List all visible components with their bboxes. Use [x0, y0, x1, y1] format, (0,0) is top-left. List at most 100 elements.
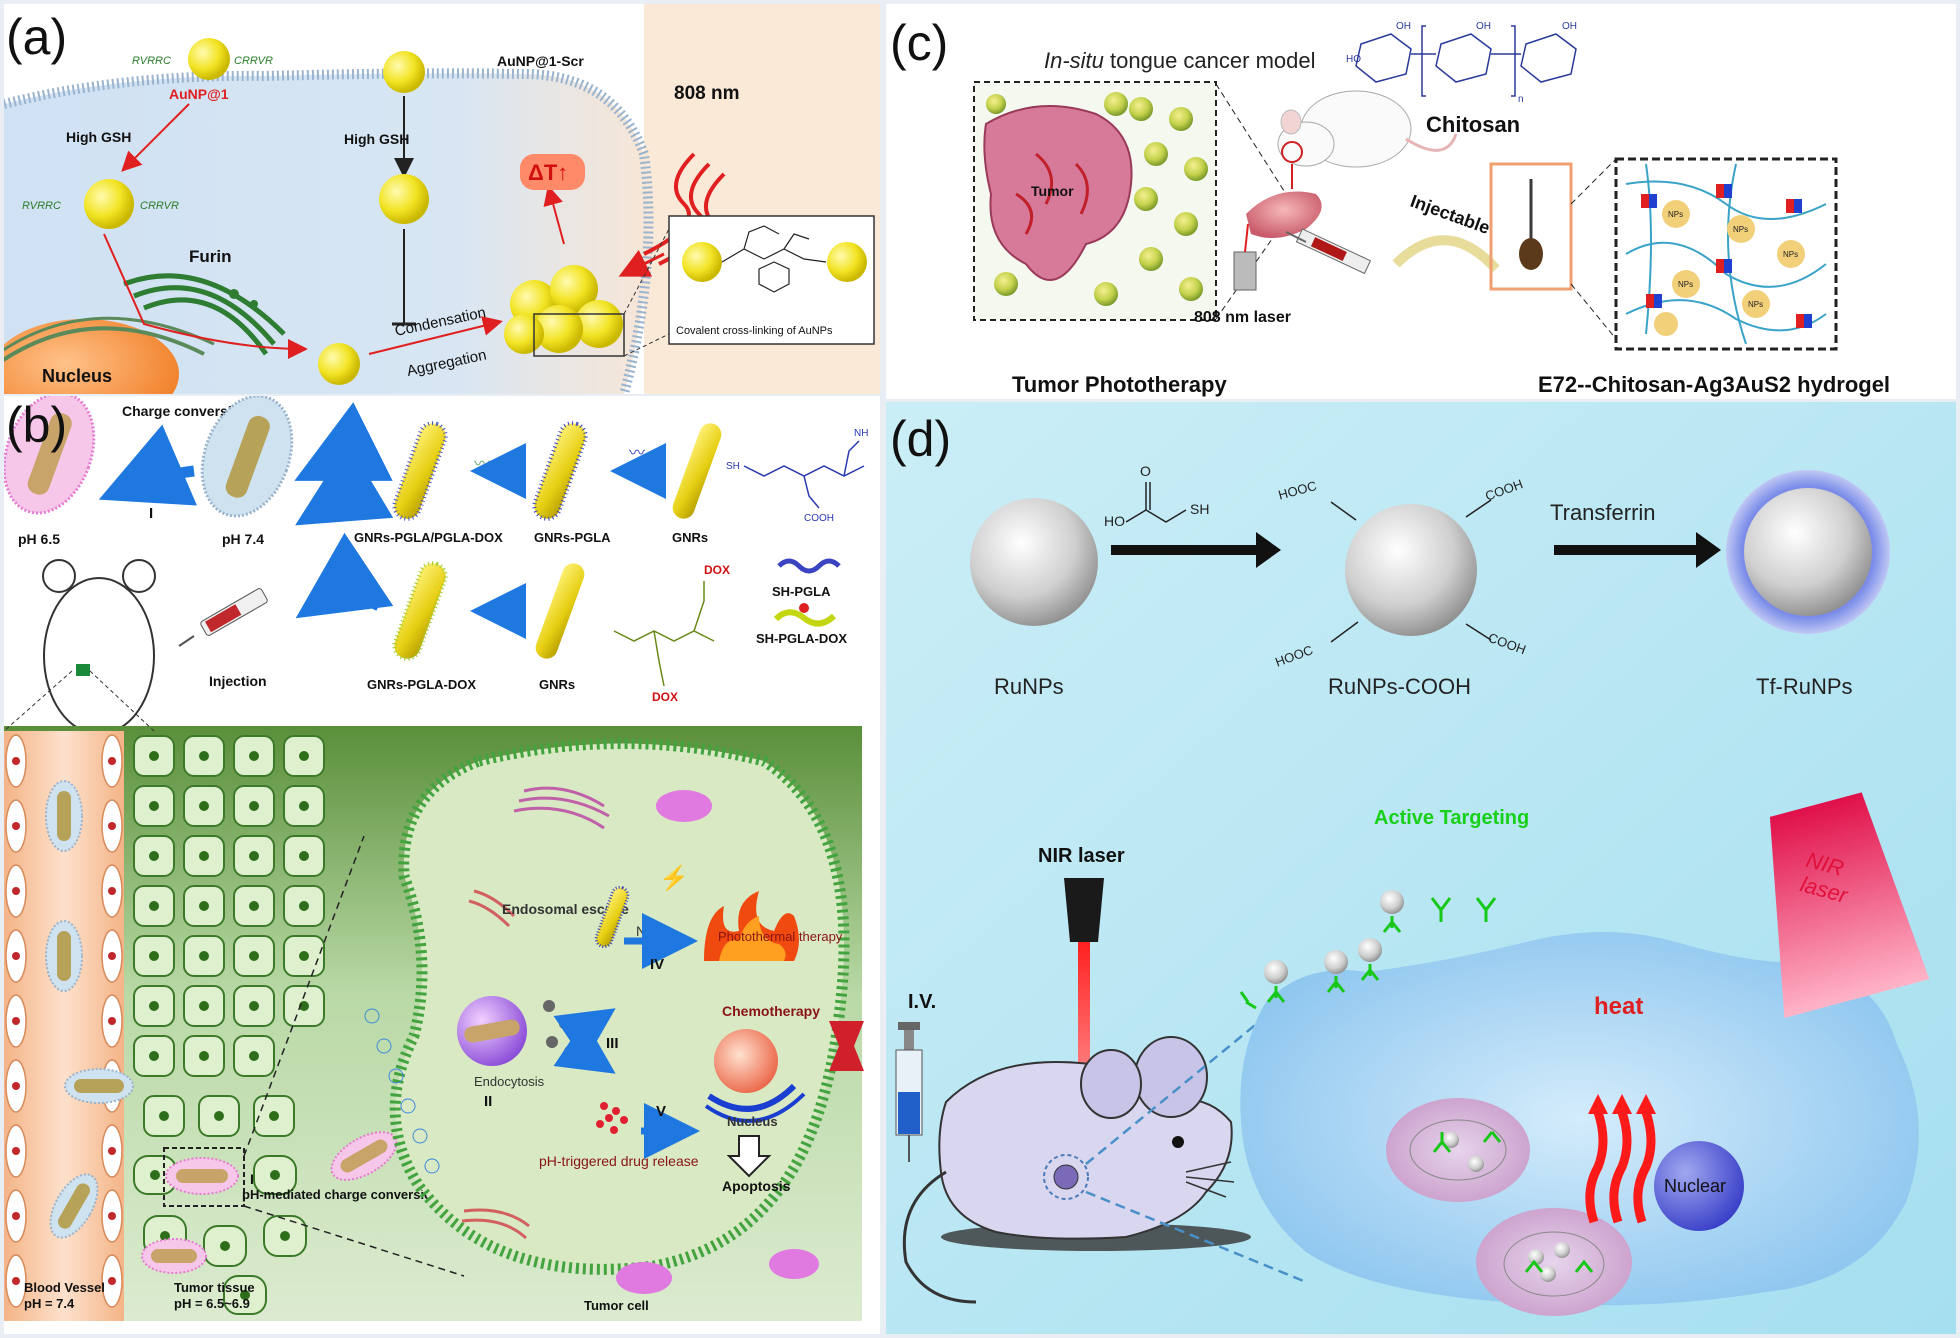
sh-pgla-dox-icon — [773, 609, 837, 627]
np-label-4: NPs — [1678, 280, 1693, 289]
nir-cone — [1769, 792, 1930, 1019]
target-cell — [1240, 932, 1919, 1306]
injectable-arrow — [1392, 235, 1500, 273]
hydrogel-nps — [1654, 200, 1805, 336]
reagent-o: O — [1140, 463, 1151, 479]
tumor-mass — [983, 105, 1133, 281]
charge-conv-label: Charge conversion — [122, 403, 249, 419]
tongue — [1246, 191, 1322, 238]
np-label-5: NPs — [1748, 300, 1763, 309]
capsule-ph74 — [200, 396, 294, 518]
nir-laser-label: NIR laser — [1038, 845, 1125, 867]
panel-a: (a) Nucleus — [4, 4, 880, 394]
chemotherapy-label: Chemotherapy — [722, 1003, 820, 1019]
golgi-apparatus — [123, 273, 286, 356]
runp-sphere — [970, 498, 1098, 626]
peptide-right-top: CRRVR — [234, 55, 273, 67]
active-targeting-label: Active Targeting — [1374, 807, 1529, 829]
down-arrow — [726, 1135, 772, 1178]
chitosan-label: Chitosan — [1426, 112, 1520, 137]
tumor-cell — [389, 738, 850, 1275]
sh-pgla-dox-structure — [613, 581, 715, 687]
injection-label: Injection — [209, 673, 267, 689]
tf-runps-label: Tf-RuNPs — [1756, 674, 1853, 699]
thioglycolic-acid — [1125, 482, 1187, 523]
aunp-scr-label: AuNP@1-Scr — [497, 53, 584, 69]
roman-V: V — [656, 1103, 666, 1120]
nh2-text: NH — [854, 428, 868, 439]
aunp-aggregate — [504, 265, 623, 354]
aunp-mid-left — [84, 179, 134, 229]
runps-cooh-label: RuNPs-COOH — [1328, 674, 1471, 699]
endoplasmic-reticulum — [513, 786, 610, 830]
panel-b-diagram: pH 6.5 Charge conversion I pH 7.4 GNRs-P… — [4, 396, 880, 1334]
crosslink-label: Covalent cross-linking of AuNPs — [676, 325, 833, 337]
sh-pgla-icon — [777, 558, 841, 574]
ph65-label: pH 6.5 — [18, 531, 60, 547]
high-gsh-right: High GSH — [344, 131, 409, 147]
laser-device — [1233, 251, 1257, 291]
chitosan-structure — [1355, 25, 1577, 97]
mitochondria-3 — [769, 1249, 819, 1279]
escaped-rod — [594, 885, 630, 949]
chitosan-n: n — [1518, 94, 1524, 105]
gnrs-label-1: GNRs — [672, 530, 708, 545]
nucleus-label: Nucleus — [42, 366, 112, 386]
roman-I-tissue: I — [250, 1171, 254, 1187]
laser-label-c: 808 nm laser — [1194, 309, 1291, 326]
aunp-scr-top — [383, 51, 425, 93]
aunp-top — [188, 38, 230, 80]
tumor-cell-label: Tumor cell — [584, 1298, 649, 1313]
reagent-ho: HO — [1104, 513, 1125, 529]
panel-b: (b) pH 6.5 Charg — [4, 396, 880, 1334]
syringe-icon-d — [895, 1022, 923, 1162]
panel-c-label: (c) — [890, 15, 949, 71]
delta-t-label: ΔT↑ — [528, 160, 568, 185]
surface-particles — [1264, 890, 1404, 984]
surface-receptors — [1239, 897, 1497, 1010]
delta-t-badge — [520, 154, 585, 190]
nucleus-label-b: Nucleus — [727, 1114, 778, 1129]
nir-label-b: NIR — [636, 923, 660, 939]
peptide-left-top: RVRRC — [132, 55, 171, 67]
model-title: In-situ tongue cancer model — [1044, 48, 1316, 73]
np-label-2: NPs — [1733, 225, 1748, 234]
peptide-left-mid: RVRRC — [22, 200, 61, 212]
rod-pgla-dox — [392, 561, 448, 661]
chitosan-ho: HO — [1346, 54, 1361, 65]
tumor-site — [76, 664, 90, 676]
chitosan-oh-3: OH — [1562, 21, 1577, 32]
dox-text-2: DOX — [652, 690, 678, 704]
rod-gnr-1 — [672, 423, 722, 519]
tumor-spot — [1053, 1164, 1079, 1190]
endosome-2 — [1476, 1208, 1632, 1316]
panel-d-diagram: RuNPs O HO SH HOOC COOH HOOC COOH RuNPs-… — [886, 402, 1956, 1334]
roman-II: II — [484, 1093, 492, 1110]
negative-charges — [364, 1008, 440, 1174]
endosome-1 — [1386, 1098, 1530, 1202]
sh-pgla-dox-label: SH-PGLA-DOX — [756, 631, 847, 646]
sh-pgla-label: SH-PGLA — [772, 584, 831, 599]
mitochondria-2 — [616, 1262, 672, 1294]
rod-gnr-2 — [535, 563, 585, 659]
ph-triggered-label: pH-triggered drug release — [539, 1153, 699, 1169]
blood-ph-label: pH = 7.4 — [24, 1296, 75, 1311]
photothermal-label: Photothermal therapy — [718, 929, 843, 944]
arrow-step2 — [1554, 532, 1721, 568]
mini-chain-2: 〰 — [629, 445, 645, 462]
peptide-right-mid: CRRVR — [140, 200, 179, 212]
endocytosis-label: Endocytosis — [474, 1074, 545, 1089]
gnrs-label-2: GNRs — [539, 677, 575, 692]
hydrogel-label: E72--Chitosan-Ag3AuS2 hydrogel — [1538, 372, 1890, 397]
hydrogel-spoon — [1519, 238, 1543, 270]
apoptosis-label: Apoptosis — [722, 1178, 791, 1194]
chemo-nucleus — [714, 1029, 778, 1093]
chitosan-oh-1: OH — [1396, 21, 1411, 32]
roman-I-top: I — [149, 505, 153, 522]
tf-runp-sphere — [1744, 488, 1872, 616]
mix-label: GNRs-PGLA/PGLA-DOX — [354, 530, 503, 545]
ph74-label: pH 7.4 — [222, 531, 264, 547]
np-label-1: NPs — [1668, 210, 1683, 219]
runps-label: RuNPs — [994, 674, 1064, 699]
syringe-icon-b — [178, 588, 268, 647]
